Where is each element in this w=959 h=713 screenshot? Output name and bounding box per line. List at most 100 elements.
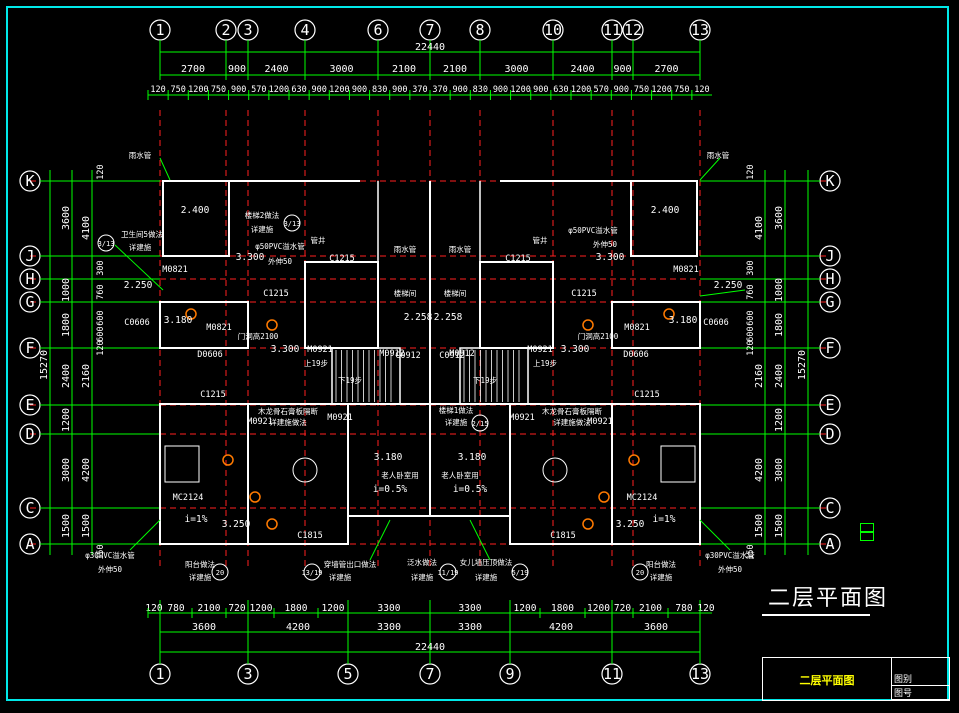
fixture-2 [266, 319, 278, 331]
left-dim-a-1: 1000 [61, 278, 72, 302]
top-mid-dim-8: 900 [613, 64, 631, 75]
top-fine-dim-26: 750 [674, 85, 689, 95]
detail-ref-label-4: 11/19 [437, 569, 458, 577]
right-dim-b-2: 4200 [754, 458, 765, 482]
right-small-dim-2: 760 [746, 284, 756, 299]
annotation-40: 泛水做法 [407, 557, 437, 567]
top-fine-dim-12: 900 [392, 85, 407, 95]
fixture-7 [598, 491, 610, 503]
bottom-axis-bubble-0-label: 1 [155, 665, 164, 683]
fixture-1 [663, 308, 675, 320]
door-window-label-1: C1215 [634, 390, 660, 400]
left-dim-b-1: 2160 [81, 364, 92, 388]
detail-ref-circle-0 [97, 234, 115, 252]
bottom-axis-bubble-1-label: 3 [243, 665, 252, 683]
door-window-label-14: C0606 [124, 318, 150, 328]
annotation-23: 老人卧室用 [441, 470, 479, 480]
door-window-label-23: M0912 [449, 349, 475, 359]
room-level-label-2: 3.300 [236, 252, 265, 263]
left-dim-b-0: 4100 [81, 216, 92, 240]
left-dim-a-3: 2400 [61, 364, 72, 388]
right-axis-bubble-8-label: A [825, 535, 834, 553]
door-window-label-27: M0821 [624, 323, 650, 333]
left-axis-bubble-1-label: J [25, 247, 34, 265]
bed-left [164, 445, 200, 483]
bottom-axis-bubble-6-label: 13 [691, 665, 709, 683]
right-small-dim-6: 150 [746, 544, 756, 559]
top-fine-dim-22: 570 [594, 85, 609, 95]
top-fine-dim-4: 900 [231, 85, 246, 95]
wall-left-stair-upper [304, 261, 379, 349]
right-dim-a-0: 3600 [774, 206, 785, 230]
sheet-title-underline [762, 614, 870, 616]
bottom-axis-bubble-4-label: 9 [505, 665, 514, 683]
door-window-label-0: C1215 [200, 390, 226, 400]
left-dim-a-5: 3000 [61, 458, 72, 482]
bottom-fine-dim-3: 720 [228, 603, 245, 614]
room-level-label-4: 2.250 [124, 280, 153, 291]
top-fine-dim-7: 630 [291, 85, 306, 95]
bottom-fine-dim-9: 1200 [514, 603, 537, 614]
room-level-label-11: 3.300 [561, 344, 590, 355]
detail-ref-label-0: 3/13 [98, 240, 115, 248]
bottom-fine-dim-6: 1200 [322, 603, 345, 614]
annotation-20: 上19步 [533, 359, 558, 368]
annotation-33: 外伸50 [718, 564, 743, 574]
right-dim-b-1: 2160 [754, 364, 765, 388]
annotation-32: φ30PVC溢水管 [705, 550, 755, 560]
table-right [542, 457, 568, 483]
door-window-label-9: M0921 [527, 345, 553, 355]
annotation-12: 楼梯间 [394, 288, 417, 298]
left-dim-b-3: 1500 [81, 514, 92, 538]
top-fine-dim-13: 370 [412, 85, 427, 95]
annotation-9: 外伸50 [268, 256, 293, 266]
annotation-37: 详建施 [650, 572, 673, 582]
wall-left-bath [159, 301, 249, 349]
top-fine-dim-19: 900 [533, 85, 548, 95]
annotation-25: 详建施做法 [269, 417, 307, 427]
left-axis-bubble-5-label: E [25, 396, 34, 414]
top-fine-dim-21: 1200 [571, 85, 591, 95]
bottom-fine-dim-7: 3300 [378, 603, 401, 614]
left-small-dim-0: 120 [96, 164, 106, 179]
annotation-11: 外伸50 [593, 239, 618, 249]
stair-left-box [331, 347, 401, 405]
detail-ref-circle-6 [211, 563, 229, 581]
top-fine-dim-8: 900 [312, 85, 327, 95]
top-fine-dim-1: 750 [171, 85, 186, 95]
top-fine-dim-23: 900 [614, 85, 629, 95]
door-window-label-24: C0912 [395, 351, 421, 361]
left-small-dim-5: 120 [96, 340, 106, 355]
stair-right-box [459, 347, 529, 405]
bottom-fine-dim-13: 2100 [639, 603, 662, 614]
top-mid-dim-5: 2100 [443, 64, 467, 75]
right-axis-bubble-5-label: E [825, 396, 834, 414]
left-axis-bubble-3-label: G [25, 293, 34, 311]
annotation-26: 木龙骨石膏板隔断 [542, 406, 602, 416]
top-fine-dim-0: 120 [150, 85, 165, 95]
annotation-3: 雨水管 [449, 244, 472, 254]
room-level-label-8: 2.258 [404, 312, 433, 323]
title-block: 二层平面图 图别 图号 [762, 657, 950, 701]
top-fine-dim-11: 830 [372, 85, 387, 95]
door-window-label-7: M0821 [673, 265, 699, 275]
annotation-14: 管井 [311, 235, 326, 245]
leader-line-5 [699, 519, 731, 551]
annotation-41: 详建施 [411, 572, 434, 582]
right-small-dim-4: 600 [746, 326, 756, 341]
door-window-label-17: D0606 [623, 350, 649, 360]
annotation-0: 雨水管 [129, 150, 152, 160]
annotation-43: 详建施 [475, 572, 498, 582]
bottom-axis-bubble-2-label: 5 [343, 665, 352, 683]
top-axis-bubble-4-label: 6 [373, 21, 382, 39]
room-level-label-14: 3.250 [222, 519, 251, 530]
left-dim-a-6: 1500 [61, 514, 72, 538]
annotation-24: 木龙骨石膏板隔断 [258, 406, 318, 416]
annotation-22: 老人卧室用 [381, 470, 419, 480]
detail-ref-circle-5 [511, 563, 529, 581]
bottom-fine-dim-10: 1800 [551, 603, 574, 614]
right-small-dim-3: 600 [746, 310, 756, 325]
left-axis-bubble-7-label: C [25, 499, 34, 517]
door-window-label-10: M0921 [247, 417, 273, 427]
bottom-axis-bubble-3-label: 7 [425, 665, 434, 683]
